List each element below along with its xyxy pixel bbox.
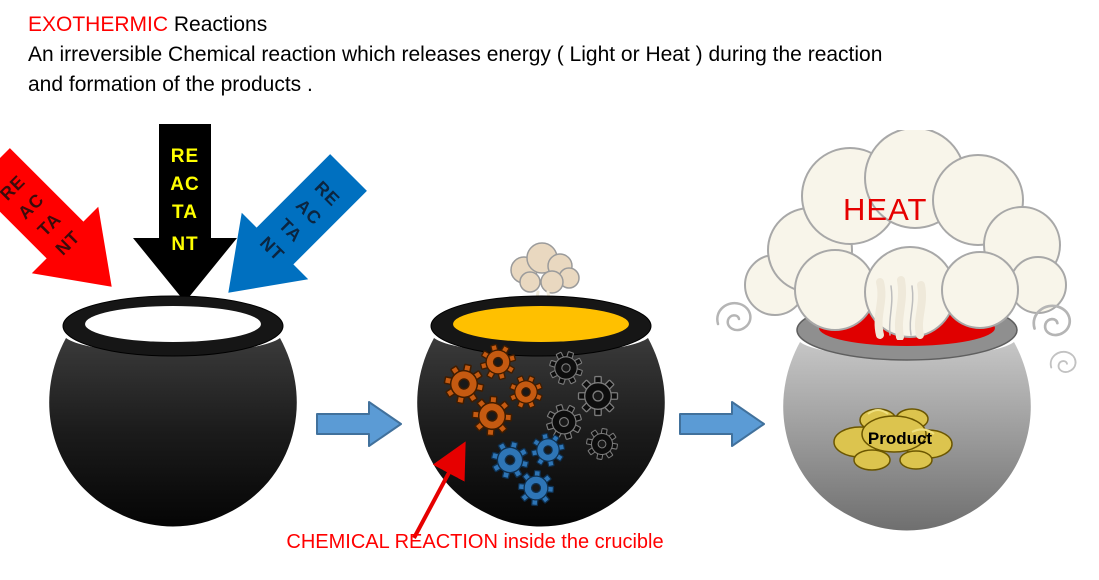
down-arrow-icon (228, 154, 367, 293)
flow-arrow-1 (316, 401, 402, 447)
reactant-arrow-black: RE AC TA NT (133, 124, 237, 302)
product-rocks (833, 408, 953, 471)
right-arrow-icon (316, 401, 402, 447)
title-exothermic: EXOTHERMIC (28, 13, 169, 36)
caption: CHEMICAL REACTION inside the crucible (286, 531, 664, 553)
svg-text:TA: TA (172, 202, 198, 223)
steam-swirl-icon (1049, 350, 1077, 373)
steam-swirl-icon (1032, 304, 1071, 337)
reactant-arrow-red: RE AC TA NT (0, 148, 112, 287)
flow-arrow-2 (679, 401, 765, 447)
heat-label: HEAT (843, 192, 928, 227)
reactant-label: RE AC TA NT (170, 146, 199, 255)
down-arrow-icon (0, 148, 112, 287)
right-arrow-icon (679, 401, 765, 447)
steam-swirl-icon (716, 301, 752, 332)
svg-text:NT: NT (171, 234, 198, 255)
svg-text:RE: RE (171, 146, 199, 167)
smoke-cloud-icon (744, 130, 1067, 340)
crucible-reaction (417, 242, 665, 527)
title-reactions: Reactions (168, 13, 268, 36)
page-title: EXOTHERMIC Reactions (28, 10, 882, 40)
steam-lines (874, 276, 926, 340)
smoke-puff-icon (510, 242, 580, 294)
description-line-1: An irreversible Chemical reaction which … (28, 43, 883, 66)
svg-text:AC: AC (170, 174, 199, 195)
crucible-opening (453, 306, 629, 342)
down-arrow-icon (133, 124, 237, 302)
annotation-arrow (412, 441, 466, 539)
product-label: Product (868, 429, 933, 448)
crucible-empty (49, 295, 297, 527)
header: EXOTHERMIC Reactions An irreversible Che… (28, 10, 882, 100)
crucible-body (49, 338, 297, 527)
crucible-opening (85, 306, 261, 342)
reactant-arrow-blue: RE AC TA NT (228, 154, 367, 293)
description-line-2: and formation of the products . (28, 73, 313, 96)
